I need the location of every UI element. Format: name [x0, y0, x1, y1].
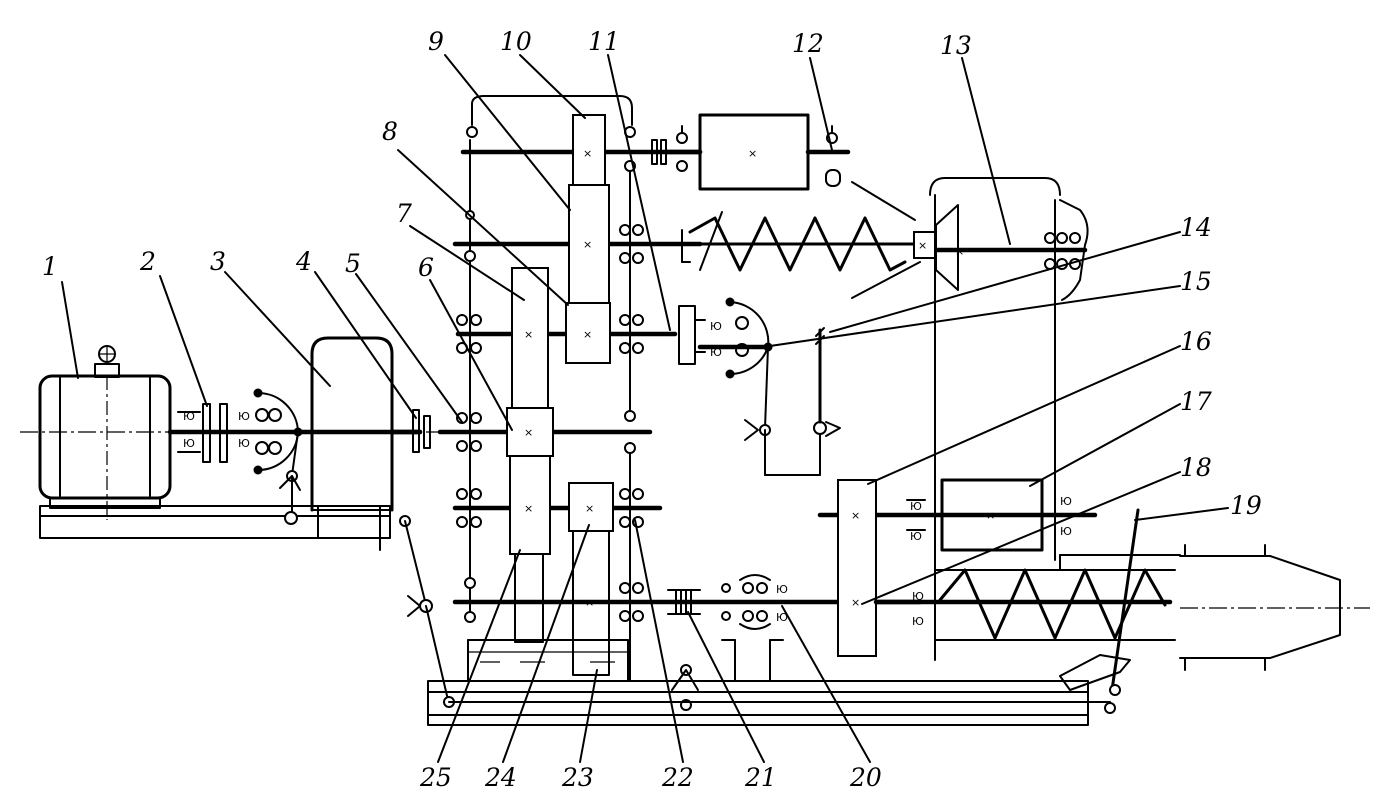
- svg-text:×: ×: [524, 502, 533, 515]
- part-labels: 1 2 3 4 5 6 7 8 9 10 11 12 13 14 15 16 1…: [42, 27, 1262, 792]
- label-3: 3: [210, 247, 226, 276]
- svg-text:Ю: Ю: [776, 583, 788, 596]
- clutch-4: [412, 409, 431, 453]
- gear-7: ×: [511, 267, 549, 409]
- discharge-nozzle: [1059, 544, 1370, 691]
- svg-text:×: ×: [524, 426, 533, 439]
- gear-6: ×: [506, 407, 554, 457]
- svg-text:×: ×: [583, 328, 592, 341]
- label-8: 8: [382, 117, 398, 146]
- label-12: 12: [792, 29, 824, 58]
- supports-bottom: [671, 639, 784, 711]
- gear-8: ×: [565, 302, 611, 364]
- oil-bath: [467, 639, 629, 682]
- mid-bearings: [619, 160, 644, 622]
- label-7: 7: [396, 199, 412, 228]
- top-frame-arc: [471, 95, 633, 126]
- label-4: 4: [295, 247, 312, 276]
- label-20: 20: [849, 763, 882, 792]
- label-22: 22: [661, 763, 694, 792]
- gear-10: ×: [572, 114, 606, 186]
- top-coupling: [651, 125, 703, 172]
- svg-text:×: ×: [583, 147, 592, 160]
- linkage-rod: [399, 515, 1111, 708]
- svg-text:Ю: Ю: [910, 530, 922, 543]
- svg-text:Ю: Ю: [912, 590, 924, 603]
- label-5: 5: [345, 249, 361, 278]
- label-23: 23: [561, 763, 594, 792]
- svg-text:×: ×: [524, 328, 533, 341]
- svg-text:Ю: Ю: [183, 410, 195, 423]
- leader-lines: [61, 54, 1229, 763]
- label-16: 16: [1180, 327, 1212, 356]
- svg-text:×: ×: [748, 147, 757, 160]
- label-15: 15: [1180, 267, 1212, 296]
- label-13: 13: [940, 31, 972, 60]
- svg-text:Ю: Ю: [238, 410, 250, 423]
- input-coupling: Ю Ю Ю Ю: [167, 388, 423, 525]
- bearing-mark: [466, 126, 478, 138]
- svg-text:Ю: Ю: [710, 320, 722, 333]
- svg-text:×: ×: [955, 245, 964, 258]
- svg-text:×: ×: [986, 509, 995, 522]
- label-9: 9: [428, 27, 444, 56]
- upper-screw-conveyor: × ×: [681, 181, 1056, 661]
- svg-text:Ю: Ю: [1060, 525, 1072, 538]
- svg-text:Ю: Ю: [183, 437, 195, 450]
- label-19: 19: [1230, 491, 1262, 520]
- lower-screw-conveyor: Ю Ю: [873, 554, 1181, 641]
- electric-motor: [38, 345, 172, 520]
- svg-text:Ю: Ю: [910, 500, 922, 513]
- label-18: 18: [1180, 453, 1212, 482]
- label-21: 21: [744, 763, 777, 792]
- svg-text:×: ×: [585, 596, 594, 609]
- label-10: 10: [500, 27, 532, 56]
- svg-text:×: ×: [918, 239, 927, 252]
- label-2: 2: [139, 247, 156, 276]
- gear-9: ×: [568, 184, 610, 304]
- label-17: 17: [1180, 387, 1212, 416]
- motor-base-frame: [39, 505, 391, 551]
- gear-16: × ×: [837, 479, 877, 657]
- gear-23: ×: [572, 530, 610, 676]
- svg-text:×: ×: [583, 238, 592, 251]
- svg-text:Ю: Ю: [710, 346, 722, 359]
- gearbox-housing: [310, 336, 423, 512]
- svg-text:×: ×: [851, 596, 860, 609]
- control-lever: [1104, 508, 1140, 714]
- label-24: 24: [484, 763, 517, 792]
- shaft-20-bearings: Ю Ю: [721, 574, 788, 630]
- gear-25: ×: [509, 455, 551, 643]
- label-11: 11: [588, 27, 620, 56]
- label-1: 1: [42, 252, 58, 281]
- svg-text:Ю: Ю: [776, 611, 788, 624]
- label-14: 14: [1180, 213, 1212, 242]
- clutch-21: [667, 589, 701, 615]
- svg-text:Ю: Ю: [1060, 495, 1072, 508]
- svg-text:×: ×: [851, 509, 860, 522]
- shift-clutch: Ю Ю: [678, 297, 841, 476]
- svg-text:Ю: Ю: [912, 615, 924, 628]
- svg-text:Ю: Ю: [238, 437, 250, 450]
- label-6: 6: [418, 253, 434, 282]
- label-25: 25: [419, 763, 452, 792]
- gear-24: ×: [568, 482, 614, 532]
- svg-text:×: ×: [585, 502, 594, 515]
